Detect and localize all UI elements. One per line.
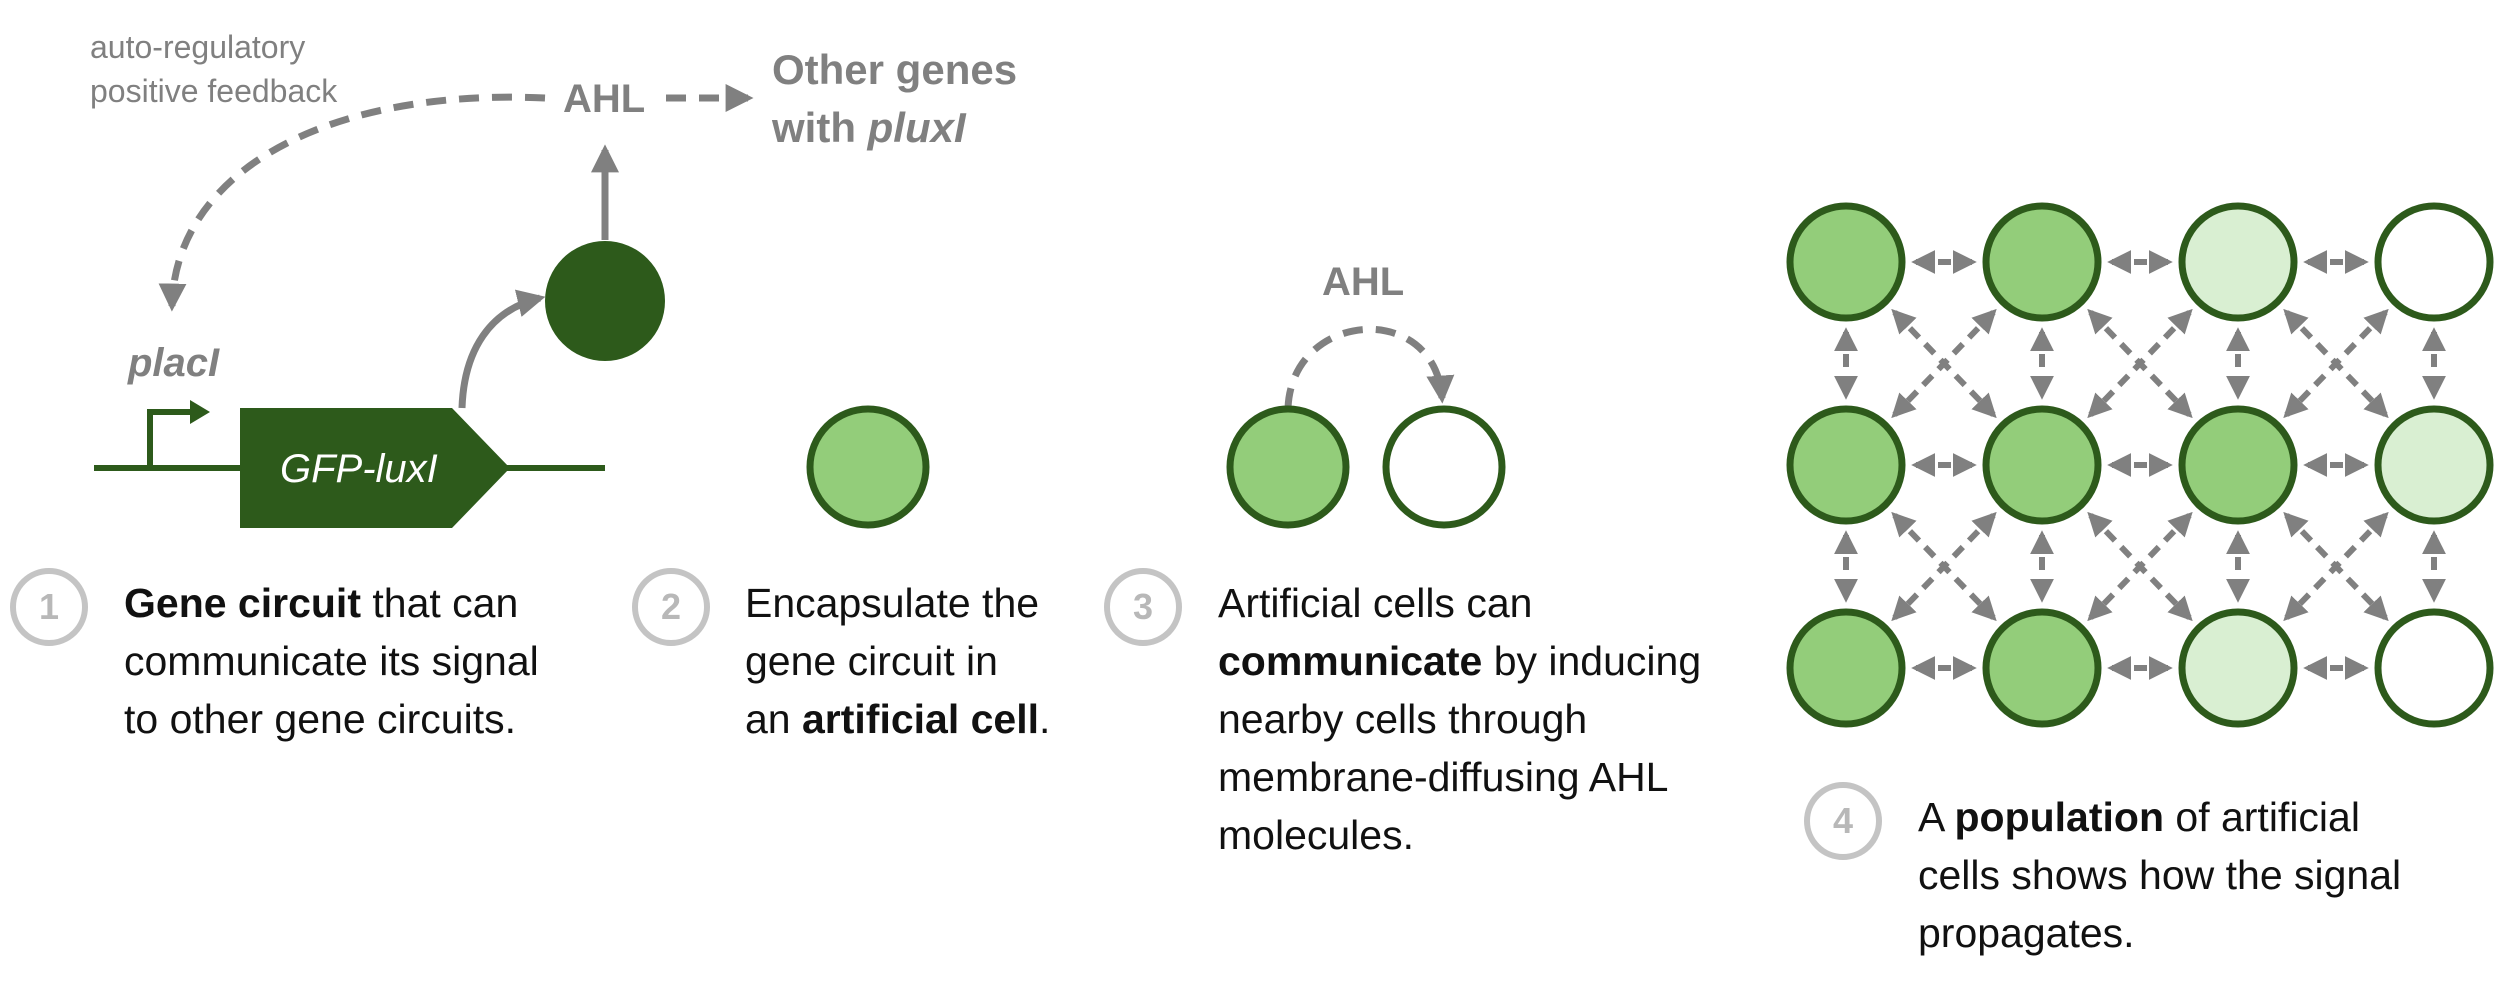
artificial-cell-single — [806, 405, 930, 529]
other-genes-line1: Other genes — [772, 46, 1017, 93]
caption-4-bold: population — [1954, 794, 2164, 840]
population-cell-r2-c3 — [2178, 405, 2298, 525]
grid-arrow-diagonal — [2283, 308, 2389, 419]
promoter-arrow — [147, 409, 195, 468]
population-arrows — [1834, 250, 2446, 680]
sender-cell — [1226, 405, 1350, 529]
population-cell-r1-c3 — [2178, 202, 2298, 322]
luxi-protein — [545, 241, 665, 361]
caption-2-bold: artificial cell — [802, 696, 1040, 742]
population-cell-r1-c4 — [2374, 202, 2494, 322]
gene-label: GFP-luxI — [280, 447, 438, 491]
step-number-1: 1 — [10, 568, 88, 646]
other-genes-line2: with pluxI — [771, 104, 967, 151]
feedback-label-line2: positive feedback — [90, 73, 338, 109]
population-grid — [1786, 202, 2494, 728]
grid-arrow-diagonal — [2087, 308, 2193, 419]
promoter-arrow-head — [190, 400, 210, 424]
population-cell-r1-c2 — [1982, 202, 2102, 322]
step-number-3: 3 — [1104, 568, 1182, 646]
feedback-label-line1: auto-regulatory — [90, 29, 305, 65]
feedback-arrow — [158, 93, 546, 312]
grid-arrow-diagonal — [2283, 511, 2389, 622]
ahl-label-2: AHL — [1322, 260, 1404, 304]
step-number-4: 4 — [1804, 782, 1882, 860]
grid-arrow-diagonal — [1891, 308, 1997, 419]
caption-3-bold: communicate — [1218, 638, 1483, 684]
caption-1: Gene circuit that can communicate its si… — [124, 580, 539, 742]
promoter-label: placI — [127, 341, 220, 385]
ahl-label-1: AHL — [563, 77, 645, 121]
panel-1-gene-circuit: auto-regulatory positive feedback AHL Ot… — [90, 29, 1017, 528]
population-cell-r3-c2 — [1982, 608, 2102, 728]
gene-box — [240, 408, 510, 528]
caption-4: A population of artificial cells shows h… — [1918, 794, 2402, 956]
caption-1-bold: Gene circuit — [124, 580, 361, 626]
panel-2-artificial-cell — [806, 405, 930, 529]
population-cell-r2-c4 — [2374, 405, 2494, 525]
population-cell-r3-c4 — [2374, 608, 2494, 728]
caption-3: Artificial cells can communicate by indu… — [1218, 580, 1702, 858]
population-cell-r3-c3 — [2178, 608, 2298, 728]
population-cell-r1-c1 — [1786, 202, 1906, 322]
grid-arrow-diagonal — [1891, 511, 1997, 622]
receiver-cell — [1382, 405, 1506, 529]
step-number-2: 2 — [632, 568, 710, 646]
population-cell-r2-c2 — [1982, 405, 2102, 525]
translation-arrow — [458, 289, 546, 409]
grid-arrow-diagonal — [2087, 511, 2193, 622]
population-cell-r2-c1 — [1786, 405, 1906, 525]
caption-2: Encapsulate the gene circuit in an artif… — [745, 580, 1051, 742]
panel-3-communication: AHL — [1226, 260, 1506, 529]
ahl-diffusion-arrow — [1284, 325, 1455, 409]
population-cell-r3-c1 — [1786, 608, 1906, 728]
